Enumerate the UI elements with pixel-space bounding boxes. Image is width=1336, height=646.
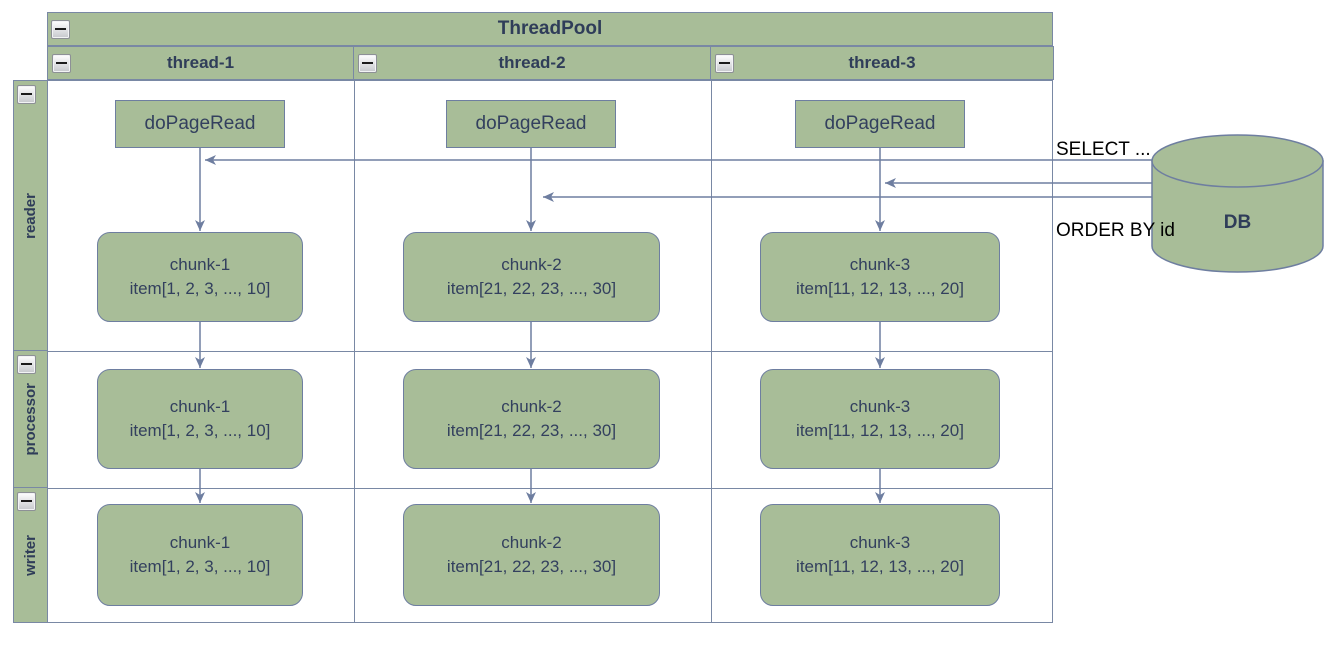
row-processor-label: processor — [22, 382, 39, 456]
collapse-button-threadpool[interactable] — [51, 20, 70, 39]
dopageread-node-thread-1: doPageRead — [115, 100, 285, 148]
chunk-title: chunk-2 — [501, 397, 562, 416]
chunk-title: chunk-3 — [849, 397, 911, 416]
chunk-title: chunk-2 — [501, 255, 562, 274]
db-label: DB — [1223, 212, 1252, 233]
minus-icon — [362, 62, 373, 64]
threadpool-title: ThreadPool — [497, 18, 603, 39]
db-cylinder — [1151, 134, 1324, 273]
sql-annotation-line-2: ORDER BY id — [1056, 220, 1175, 241]
row-reader-label: reader — [22, 192, 39, 239]
chunk-node-processor-thread-3: chunk-3 item[11, 12, 13, ..., 20] — [760, 369, 1000, 469]
collapse-button-thread-1[interactable] — [52, 54, 71, 73]
chunk-items: item[1, 2, 3, ..., 10] — [129, 279, 271, 298]
collapse-button-reader[interactable] — [17, 85, 36, 104]
chunk-title: chunk-1 — [169, 255, 231, 274]
chunk-title: chunk-3 — [849, 533, 911, 552]
chunk-title: chunk-1 — [169, 397, 231, 416]
chunk-node-writer-thread-3: chunk-3 item[11, 12, 13, ..., 20] — [760, 504, 1000, 606]
chunk-node-processor-thread-1: chunk-1 item[1, 2, 3, ..., 10] — [97, 369, 303, 469]
thread-2-header: thread-2 — [353, 46, 711, 80]
collapse-button-thread-3[interactable] — [715, 54, 734, 73]
collapse-button-thread-2[interactable] — [358, 54, 377, 73]
minus-icon — [719, 62, 730, 64]
threadpool-header: ThreadPool — [47, 12, 1053, 46]
minus-icon — [21, 500, 32, 502]
chunk-items: item[11, 12, 13, ..., 20] — [796, 557, 964, 576]
chunk-node-reader-thread-2: chunk-2 item[21, 22, 23, ..., 30] — [403, 232, 660, 322]
dopageread-label: doPageRead — [144, 113, 256, 134]
dopageread-node-thread-2: doPageRead — [446, 100, 616, 148]
grid-divider — [48, 488, 1052, 489]
thread-1-label: thread-1 — [166, 53, 235, 72]
thread-3-header: thread-3 — [710, 46, 1054, 80]
chunk-node-reader-thread-3: chunk-3 item[11, 12, 13, ..., 20] — [760, 232, 1000, 322]
chunk-title: chunk-1 — [169, 533, 231, 552]
chunk-items: item[1, 2, 3, ..., 10] — [129, 557, 271, 576]
chunk-items: item[21, 22, 23, ..., 30] — [446, 279, 617, 298]
minus-icon — [21, 93, 32, 95]
thread-2-label: thread-2 — [498, 53, 566, 72]
sql-annotation: SELECT ... ORDER BY id — [1056, 82, 1175, 298]
chunk-title: chunk-2 — [501, 533, 562, 552]
thread-3-label: thread-3 — [848, 53, 916, 72]
minus-icon — [55, 28, 66, 30]
grid-divider — [48, 351, 1052, 352]
chunk-items: item[21, 22, 23, ..., 30] — [446, 557, 617, 576]
sql-annotation-line-1: SELECT ... — [1056, 139, 1151, 160]
row-writer-label: writer — [22, 534, 39, 576]
minus-icon — [21, 363, 32, 365]
minus-icon — [56, 62, 67, 64]
dopageread-label: doPageRead — [824, 113, 936, 134]
chunk-items: item[11, 12, 13, ..., 20] — [796, 421, 964, 440]
collapse-button-processor[interactable] — [17, 355, 36, 374]
collapse-button-writer[interactable] — [17, 492, 36, 511]
chunk-items: item[1, 2, 3, ..., 10] — [129, 421, 271, 440]
dopageread-label: doPageRead — [475, 113, 587, 134]
row-reader-header: reader — [13, 80, 48, 351]
dopageread-node-thread-3: doPageRead — [795, 100, 965, 148]
chunk-node-reader-thread-1: chunk-1 item[1, 2, 3, ..., 10] — [97, 232, 303, 322]
chunk-items: item[11, 12, 13, ..., 20] — [796, 279, 964, 298]
chunk-node-writer-thread-2: chunk-2 item[21, 22, 23, ..., 30] — [403, 504, 660, 606]
chunk-node-writer-thread-1: chunk-1 item[1, 2, 3, ..., 10] — [97, 504, 303, 606]
chunk-items: item[21, 22, 23, ..., 30] — [446, 421, 617, 440]
chunk-node-processor-thread-2: chunk-2 item[21, 22, 23, ..., 30] — [403, 369, 660, 469]
thread-1-header: thread-1 — [47, 46, 354, 80]
chunk-title: chunk-3 — [849, 255, 911, 274]
